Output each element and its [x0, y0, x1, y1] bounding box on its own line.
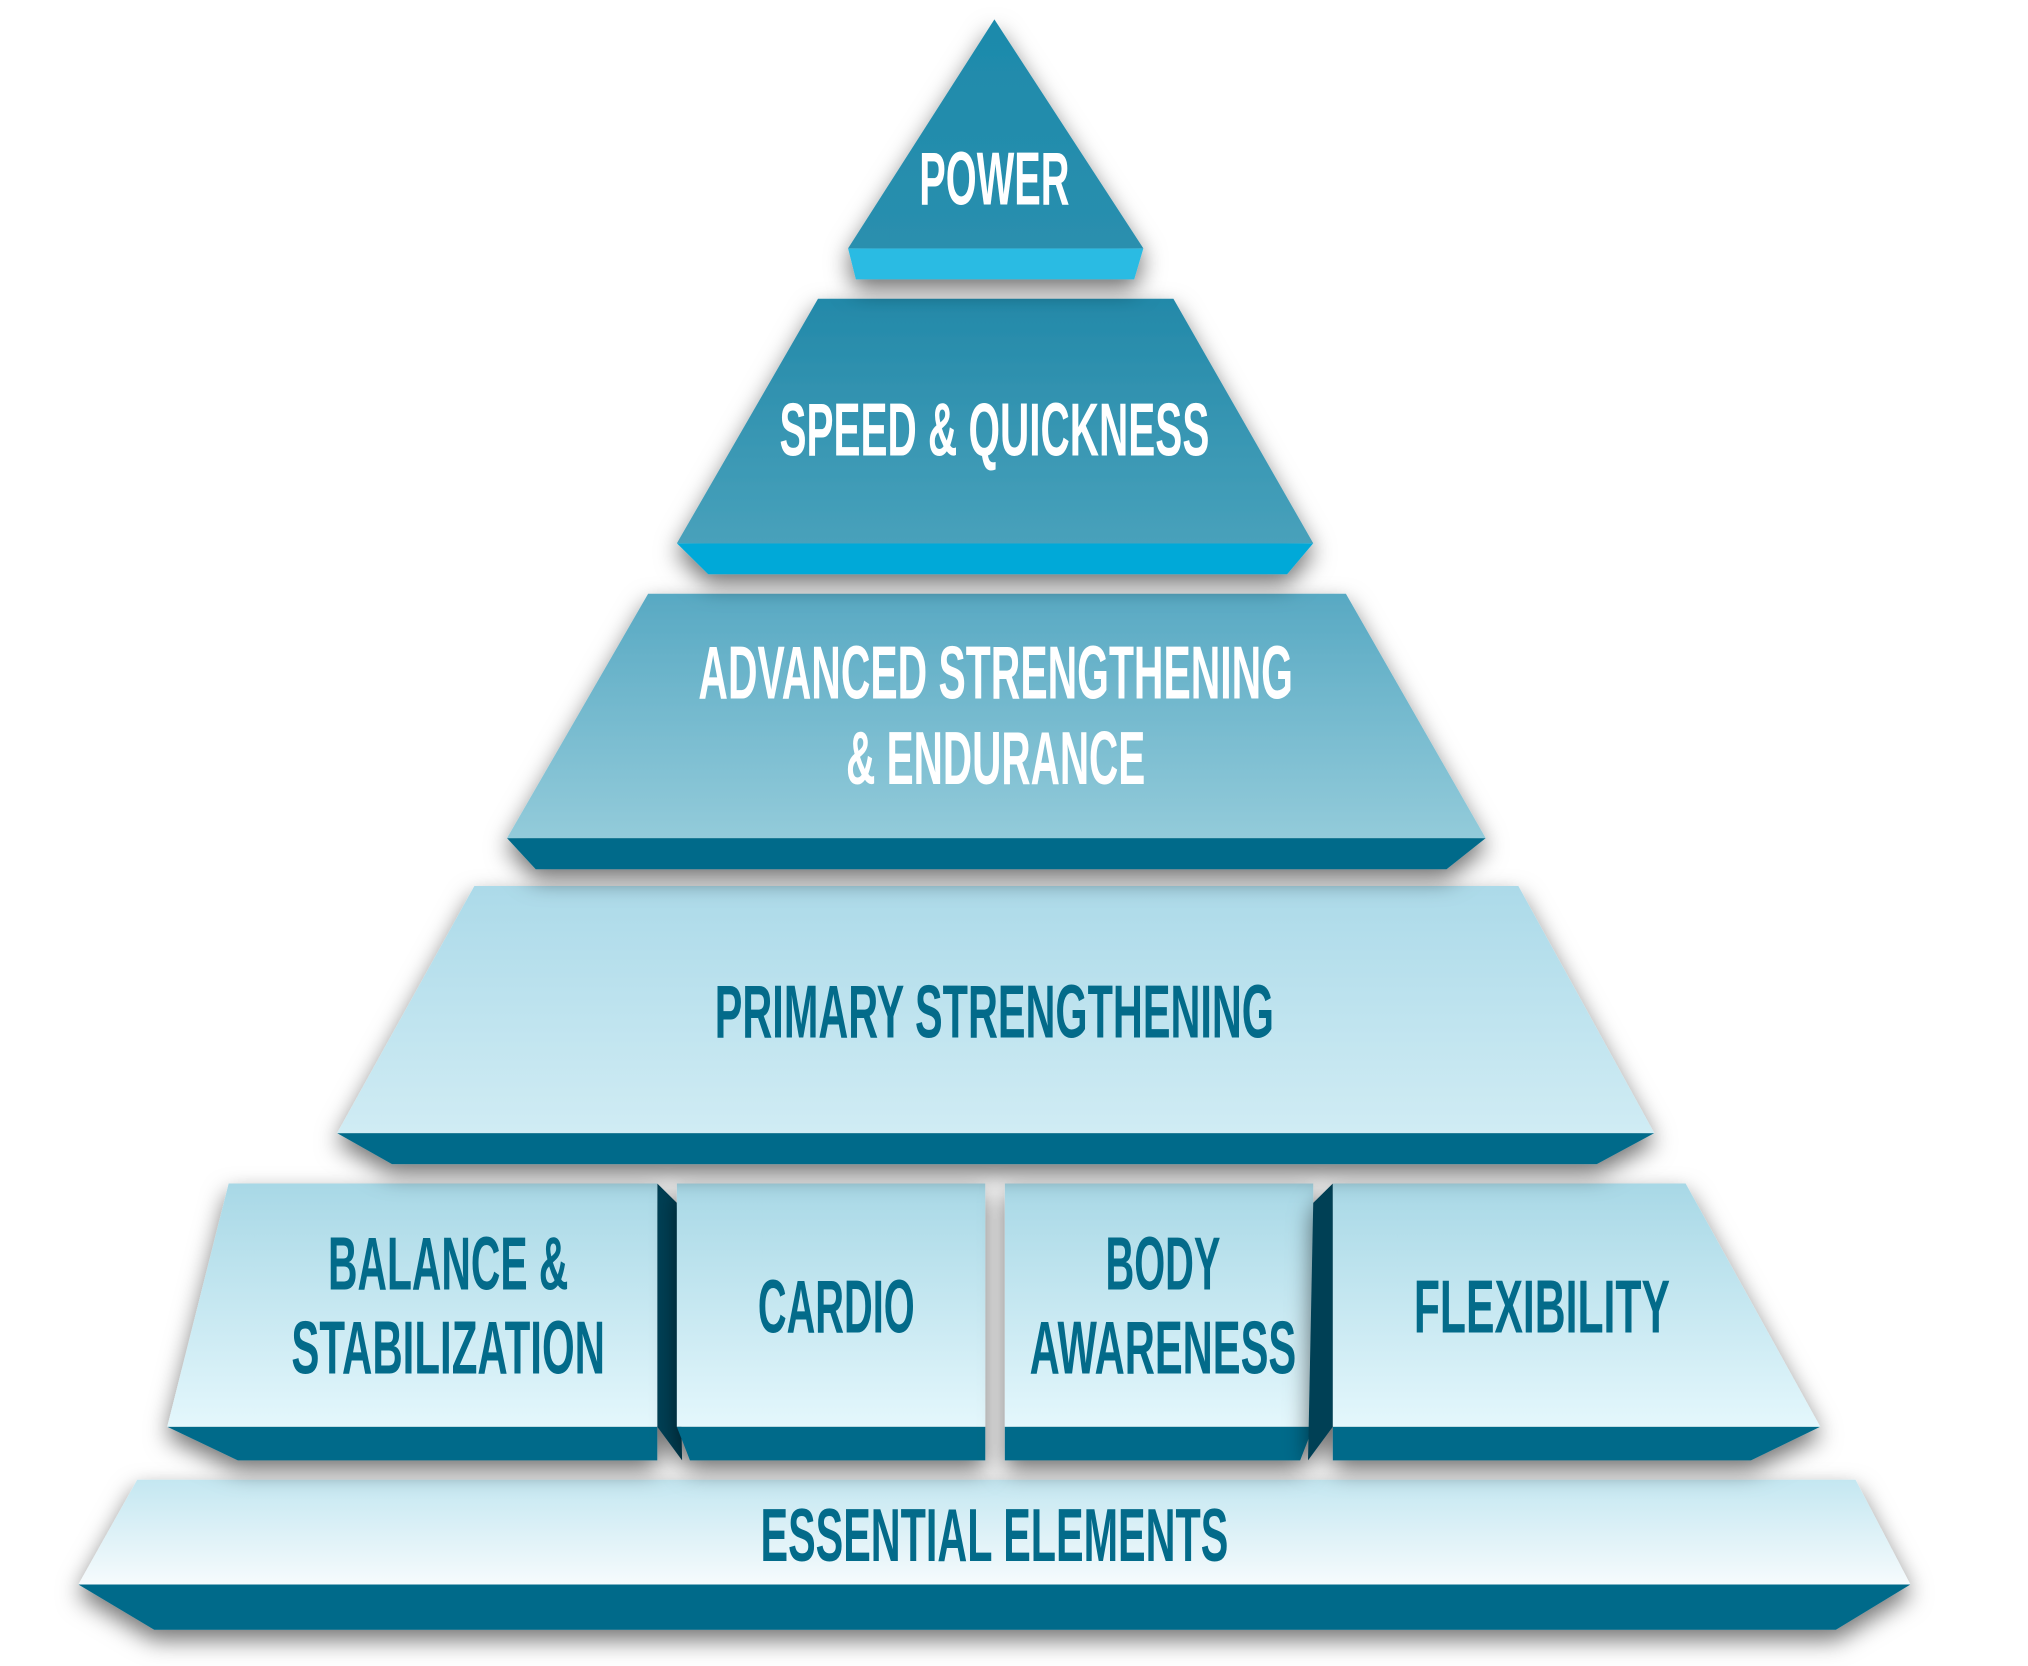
tier-cardio: [676, 1183, 986, 1461]
tier-primary-strengthening: [337, 886, 1655, 1165]
tier-power: [848, 19, 1144, 280]
flexibility-label: FLEXIBILITY: [1414, 1265, 1670, 1349]
cardio-label: CARDIO: [758, 1265, 915, 1349]
tier-speed-quickness: [676, 298, 1314, 575]
balance-label-line2: STABILIZATION: [291, 1306, 605, 1390]
speed-quickness-label: SPEED & QUICKNESS: [779, 388, 1209, 472]
advanced-strengthening-label-line1: ADVANCED STRENGTHENING: [698, 631, 1293, 715]
tier-advanced-strengthening: [507, 593, 1486, 870]
tier-balance-stabilization: [167, 1183, 683, 1461]
tier-essential-elements: [78, 1479, 1911, 1630]
power-label: POWER: [919, 137, 1069, 221]
tier-body-awareness: [1004, 1183, 1314, 1461]
tier-flexibility: [1308, 1183, 1821, 1461]
primary-strengthening-label: PRIMARY STRENGTHENING: [715, 970, 1274, 1054]
body-awareness-label-line1: BODY: [1105, 1222, 1220, 1306]
advanced-strengthening-label-line2: & ENDURANCE: [846, 716, 1145, 800]
body-awareness-label-line2: AWARENESS: [1030, 1306, 1297, 1390]
balance-label-line1: BALANCE &: [328, 1222, 568, 1306]
essential-elements-label: ESSENTIAL ELEMENTS: [761, 1494, 1229, 1578]
